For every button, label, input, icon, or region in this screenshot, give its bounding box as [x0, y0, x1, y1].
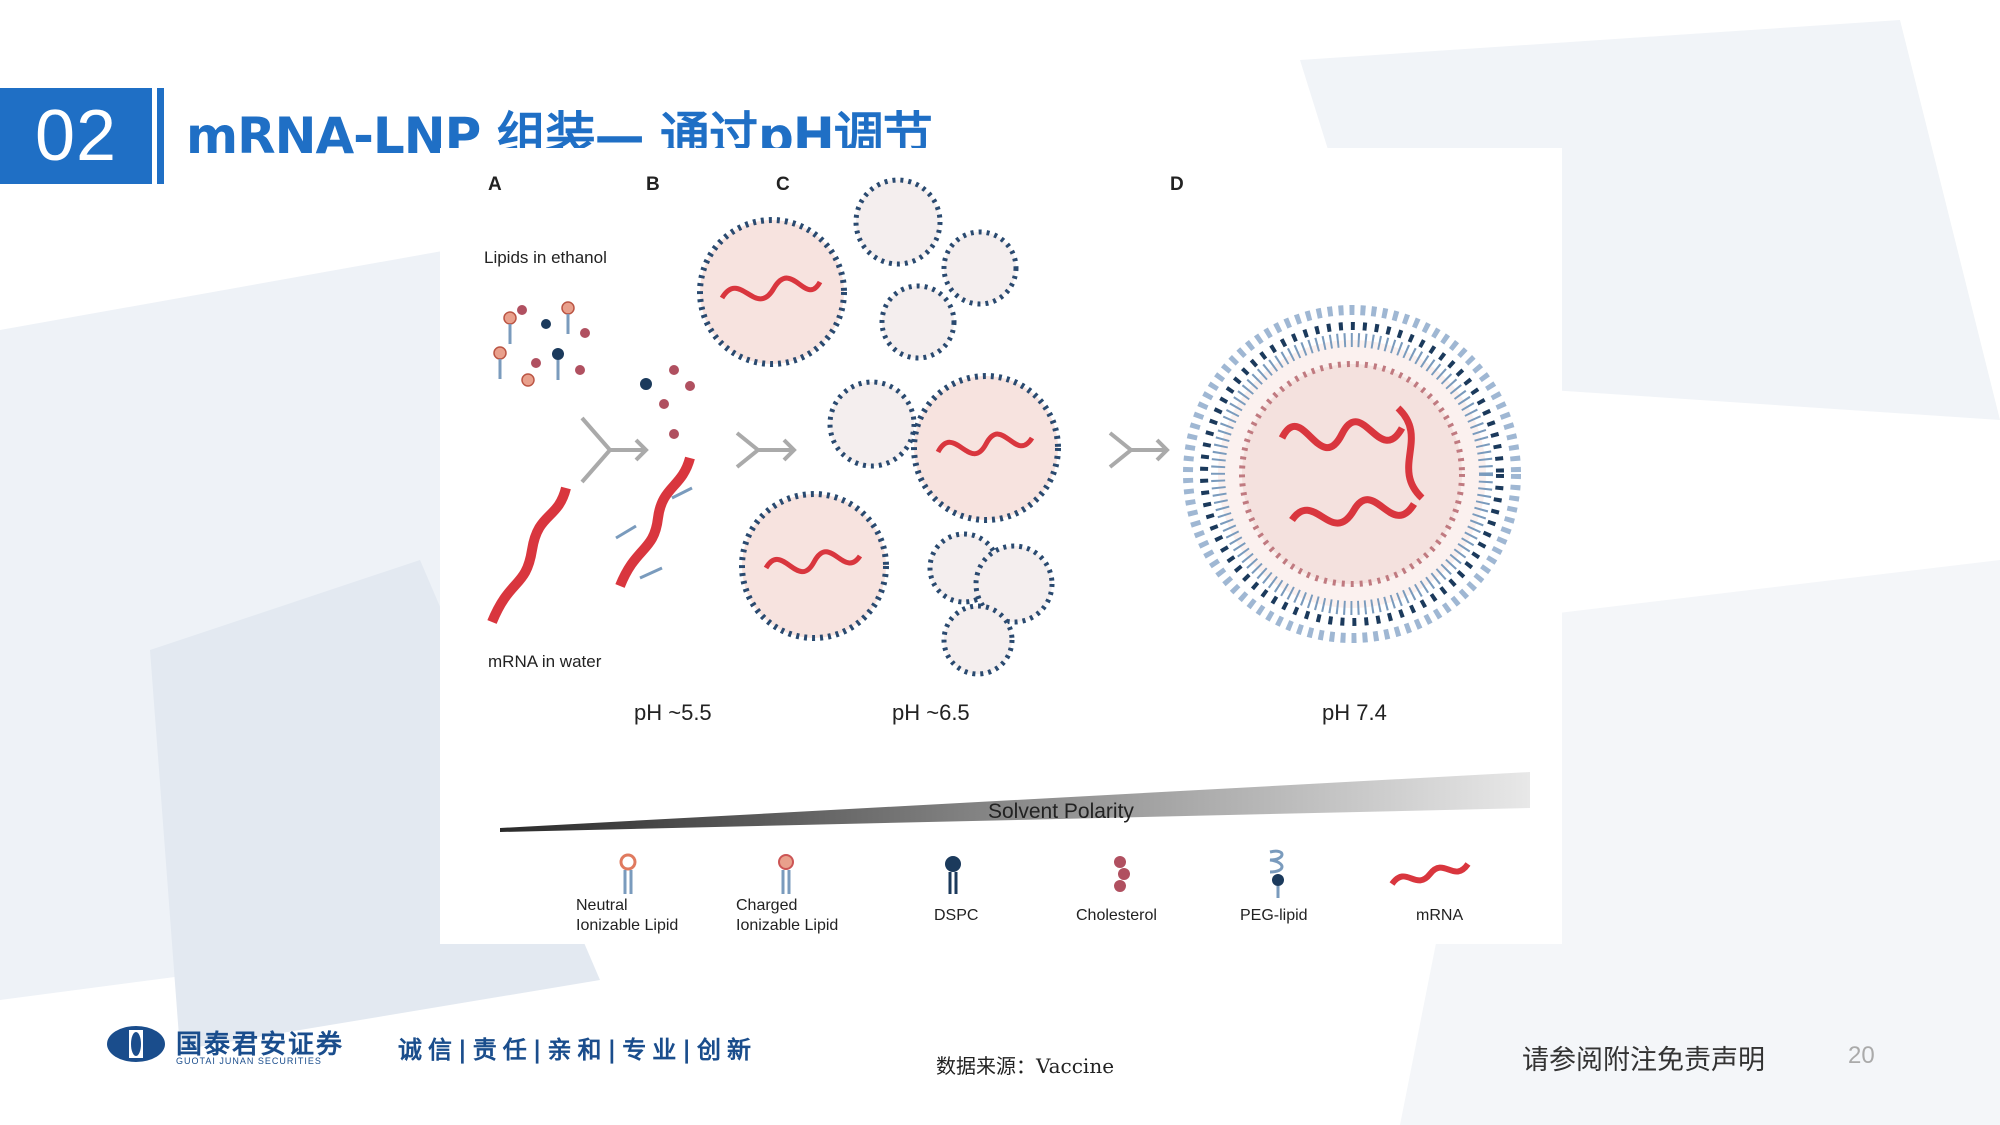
figure-graphics [487, 177, 1530, 898]
mixing-arrow-2 [735, 431, 797, 469]
legend-peg-lipid: PEG-lipid [1240, 907, 1308, 924]
data-source: 数据来源：Vaccine [936, 1054, 1115, 1078]
page-number: 20 [1848, 1042, 1875, 1069]
lipids-in-ethanol-label: Lipids in ethanol [484, 248, 607, 267]
solvent-polarity-gradient [500, 772, 1530, 832]
legend-neutral-lipid-line2: Ionizable Lipid [576, 917, 679, 934]
disclaimer-note: 请参阅附注免责声明 [1522, 1045, 1765, 1076]
lipid-nanoparticle-d [1183, 305, 1521, 643]
legend-neutral-lipid-line1: Neutral [576, 897, 628, 914]
company-slogan: 诚信|责任|亲和|专业|创新 [398, 1036, 758, 1064]
company-name-en: GUOTAI JUNAN SECURITIES [176, 1056, 322, 1066]
ph-label-7-4: pH 7.4 [1322, 700, 1387, 725]
charged-lipid-icon [778, 854, 794, 894]
panel-label-a: A [488, 174, 502, 195]
mixing-arrow-3 [1108, 431, 1170, 469]
panel-label-b: B [646, 174, 660, 195]
ph-label-5-5: pH ~5.5 [634, 700, 712, 725]
micelle-cluster-c [697, 177, 1061, 677]
mrna-lipid-complex-b [615, 365, 695, 588]
mrna-strand-a [487, 486, 571, 624]
section-divider [157, 88, 164, 184]
lnp-assembly-figure: A B C D Lipids in ethanol mRNA in water … [440, 148, 1562, 944]
peg-lipid-icon [1269, 849, 1284, 898]
section-number: 02 [0, 88, 152, 184]
panel-label-c: C [776, 174, 790, 195]
neutral-lipid-icon [619, 853, 637, 894]
mrna-icon [1389, 862, 1471, 886]
company-name: 国泰君安证券 [176, 1030, 345, 1060]
mixing-arrow-1 [580, 416, 649, 484]
legend-charged-lipid-line1: Charged [736, 897, 798, 914]
solvent-polarity-label: Solvent Polarity [988, 800, 1134, 823]
scattered-lipids [493, 301, 590, 387]
legend-dspc: DSPC [934, 907, 979, 924]
legend-cholesterol: Cholesterol [1076, 907, 1157, 924]
legend-neutral-lipid: Neutral Ionizable Lipid [576, 896, 678, 936]
legend-mrna: mRNA [1416, 907, 1464, 924]
dspc-icon [945, 856, 961, 894]
legend-charged-lipid: Charged Ionizable Lipid [736, 896, 838, 936]
mrna-in-water-label: mRNA in water [488, 652, 602, 671]
panel-label-d: D [1170, 174, 1184, 195]
cholesterol-icon [1114, 856, 1130, 892]
ph-label-6-5: pH ~6.5 [892, 700, 970, 725]
company-logo-icon [107, 1026, 165, 1062]
legend-charged-lipid-line2: Ionizable Lipid [736, 917, 839, 934]
